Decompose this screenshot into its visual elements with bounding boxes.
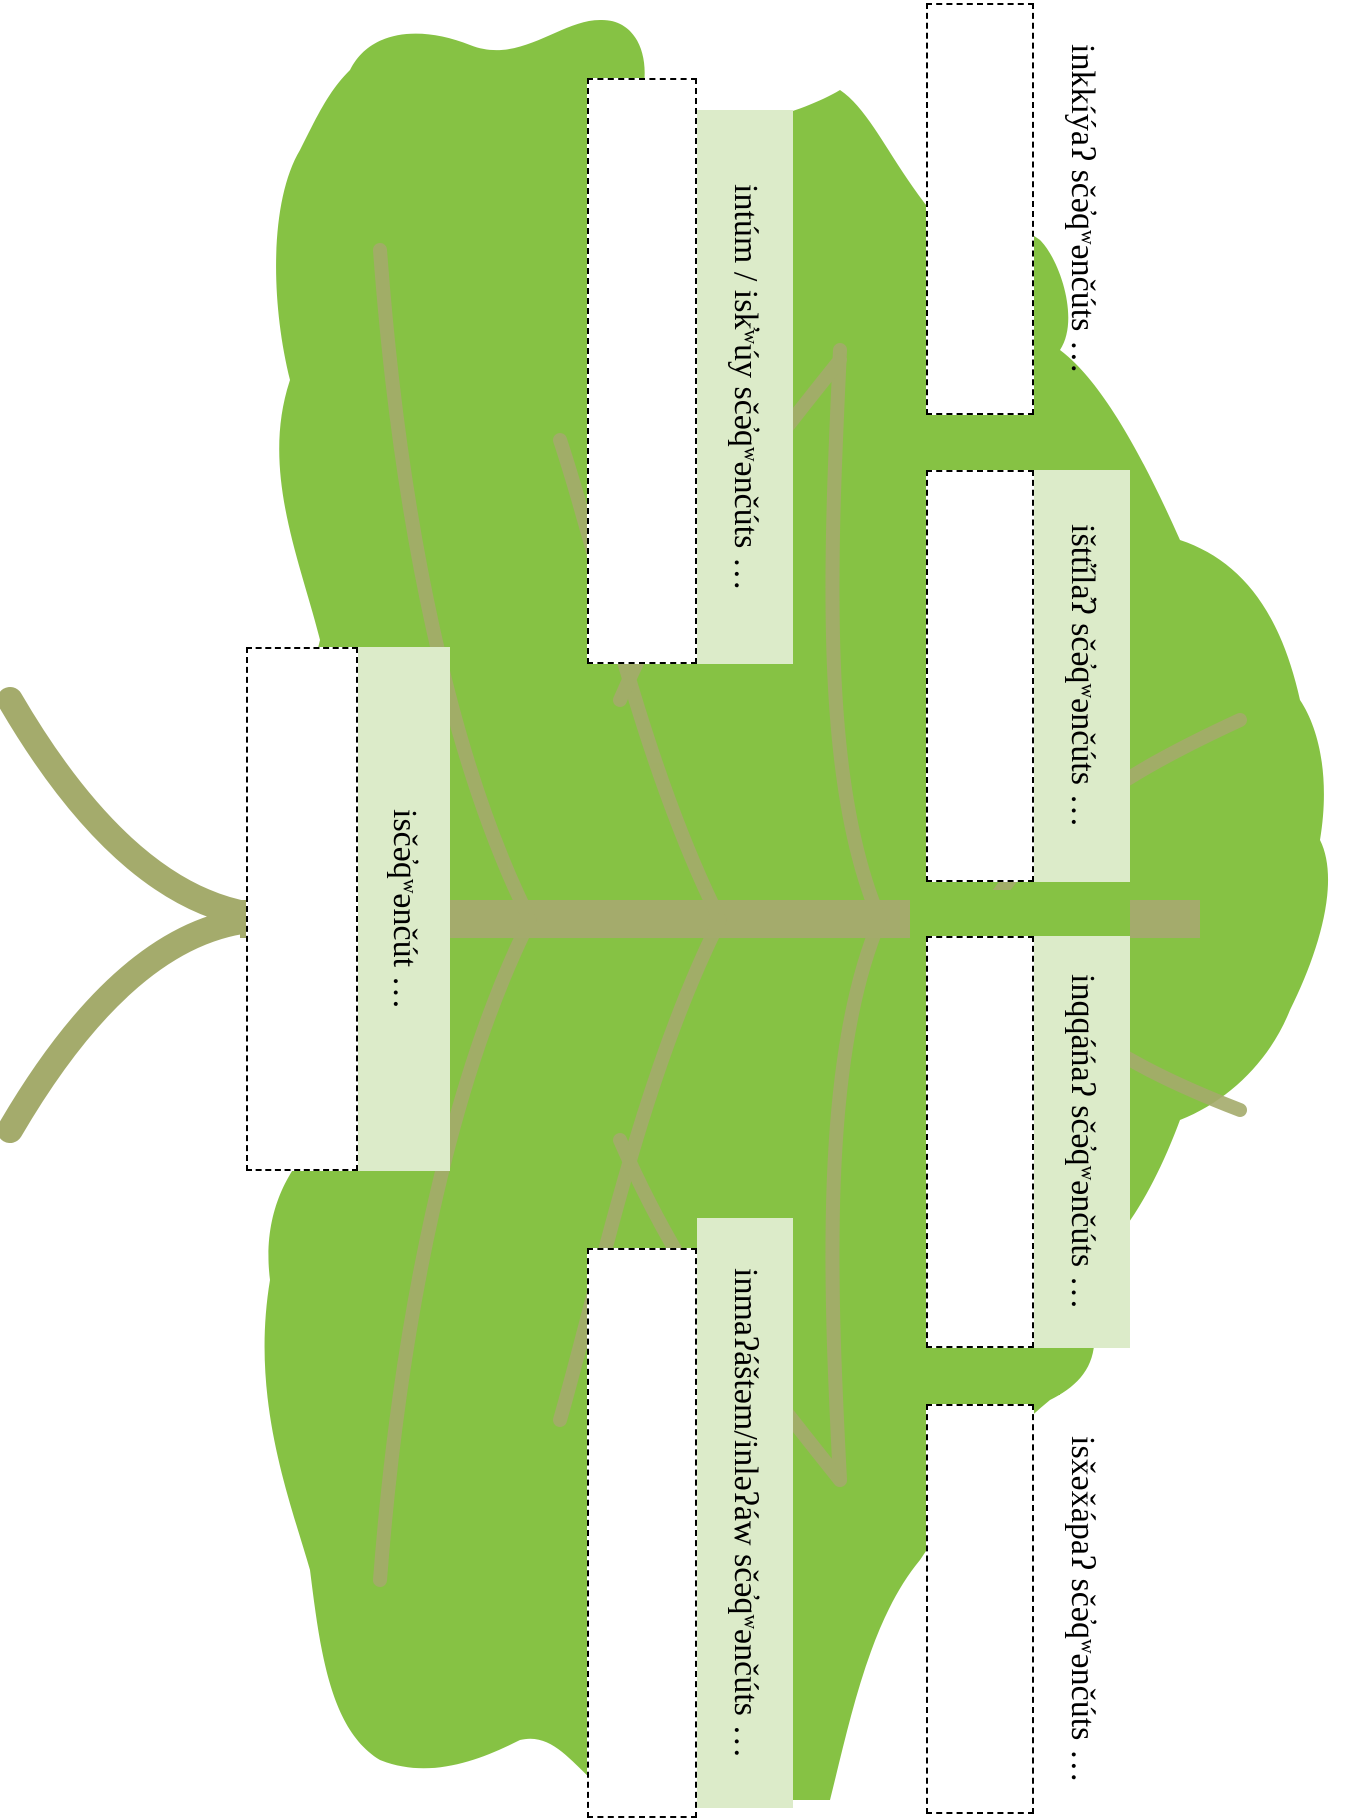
- tree-root-upper: [0, 687, 263, 928]
- grandparent-4-name-box[interactable]: [926, 1404, 1034, 1814]
- grandparent-4-label: isx̌əx̌ápaʔ sčə̓qʷənčúts …: [1064, 1435, 1101, 1783]
- parent-1-label-panel: intúm / isk̓ʷúy sčə̓qʷənčúts …: [697, 110, 793, 664]
- connector-bottom: [920, 1355, 1060, 1395]
- grandparent-1-name-box[interactable]: [926, 3, 1034, 415]
- parent-1-name-box[interactable]: [587, 78, 697, 664]
- self-name-box[interactable]: [246, 647, 358, 1171]
- tree-root-lower: [0, 907, 263, 1143]
- grandparent-2-name-box[interactable]: [926, 470, 1034, 882]
- grandparent-3-label-panel: inqqáńaʔ sčə̓qʷənčúts …: [1034, 936, 1130, 1348]
- self-label-panel: isčə̓qʷənčút …: [358, 647, 450, 1171]
- self-label: isčə̓qʷənčút …: [386, 808, 423, 1010]
- grandparent-3-label: inqqáńaʔ sčə̓qʷənčúts …: [1064, 974, 1101, 1310]
- parent-1-label: intúm / isk̓ʷúy sčə̓qʷənčúts …: [727, 183, 764, 591]
- connector-middle: [910, 890, 1130, 945]
- grandparent-1-label: inkkíýaʔ sčə̓qʷənčúts …: [1064, 44, 1101, 374]
- grandparent-3-name-box[interactable]: [926, 936, 1034, 1348]
- connector-top: [920, 415, 1060, 455]
- parent-2-name-box[interactable]: [587, 1248, 697, 1818]
- parent-2-label-panel: inmaʔáštəm/inləʔáw sčə̓qʷənčúts …: [697, 1218, 793, 1808]
- parent-2-label: inmaʔáštəm/inləʔáw sčə̓qʷənčúts …: [727, 1267, 764, 1759]
- grandparent-4-label-panel: isx̌əx̌ápaʔ sčə̓qʷənčúts …: [1034, 1404, 1130, 1814]
- grandparent-2-label-panel: ištt̓íla̓ʔ sčə̓qʷənčúts …: [1034, 470, 1130, 882]
- grandparent-1-label-panel: inkkíýaʔ sčə̓qʷənčúts …: [1034, 3, 1130, 415]
- grandparent-2-label: ištt̓íla̓ʔ sčə̓qʷənčúts …: [1064, 524, 1101, 828]
